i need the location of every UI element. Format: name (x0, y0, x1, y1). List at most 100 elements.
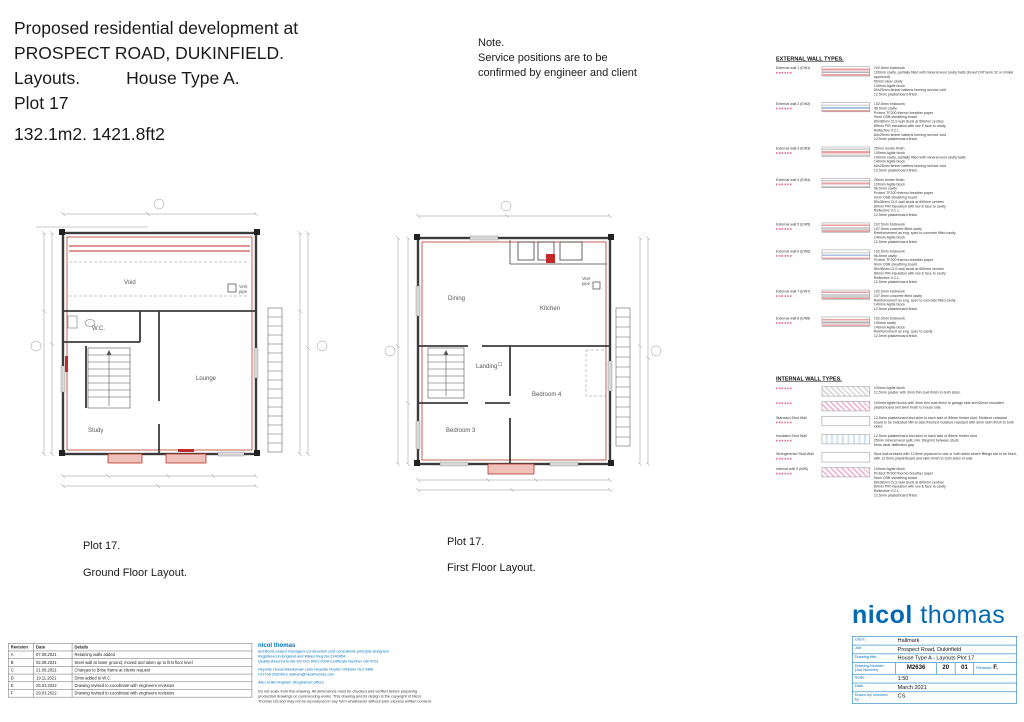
wall-type-swatch (821, 102, 871, 113)
wall-type-description: 100mm Aglite block 12.5mm plaster with 3… (873, 386, 961, 395)
revision-date: 02.08.2021 (33, 658, 73, 667)
gf-stair-arrow (106, 350, 112, 355)
wall-type-pink-mark (776, 254, 793, 257)
wall-type-item: External wall 6 (EW6) 102.5mm brickwork … (776, 249, 1017, 285)
title-house-type: House Type A. (126, 68, 240, 88)
gf-external-stair (267, 307, 283, 453)
date-label: Date: (854, 684, 864, 689)
wall-type-pink-mark (776, 472, 793, 475)
wall-type-label: External wall 6 (EW6) (776, 249, 811, 254)
wall-type-pink-mark (776, 71, 793, 74)
drawn-by-value: CS. (897, 693, 907, 700)
internal-wall-types-legend: INTERNAL WALL TYPES. 100mm Aglite block … (776, 376, 1021, 607)
client-value: Hallmark (897, 637, 920, 644)
gf-bay-windows (107, 453, 207, 464)
note-title: Note. (478, 37, 505, 49)
revision-row: C 21.08.2021 Changes to Brise frame at c… (7, 666, 253, 675)
wall-type-swatch (821, 386, 871, 397)
revision-details: Steel wall at lower ground, moved and ta… (71, 658, 253, 667)
ff-stairs (427, 347, 465, 399)
gf-internal-walls (63, 310, 256, 454)
wall-type-description: 102.5mm brickwork 100mm cavity, partiall… (873, 66, 1014, 97)
title-layouts: Layouts. (14, 68, 81, 88)
company-contact: t 01706 299099 e oldham@nicolthomas.com (258, 672, 335, 677)
gf-label-wc: W.C. (92, 326, 105, 332)
ff-label-bedroom4: Bedroom 4 (532, 392, 562, 398)
wall-type-swatch (821, 249, 871, 260)
ff-corner-pads (414, 234, 614, 466)
gf-dimension-lines (30, 198, 328, 489)
drawing-title-label: Drawing title: (854, 655, 878, 660)
wall-type-swatch (821, 222, 871, 233)
wall-type-pink-mark (776, 107, 793, 110)
wall-type-item: 100mm Aglite block 12.5mm plaster with 3… (776, 386, 1017, 397)
wall-type-item: External wall 2 (EW2) 102.5mm brickwork … (776, 102, 1017, 142)
wall-type-item: Standard Stud Wall 12.5mm plasterboard a… (776, 416, 1017, 429)
gf-steel-beams (69, 245, 250, 252)
ff-bay-window (487, 463, 535, 475)
wall-type-description: 102.5mm brickwork 96.5mm cavity Protect … (873, 102, 947, 142)
revision-cell: Revision: F. (973, 662, 1017, 674)
wall-type-item: External wall 7 (EW7) 102.5mm brickwork … (776, 289, 1017, 312)
ff-label-vent-1: Vent (582, 276, 591, 281)
wall-type-item: External wall 8 (EW8) 102.5mm brickwork … (776, 316, 1017, 339)
wall-type-label: External wall 4 (EW4) (776, 178, 811, 182)
titleblock-date-row: Date: March 2021 (852, 683, 1017, 693)
wall-type-item: External wall 4 (EW4) 25mm render finish… (776, 178, 1017, 218)
wall-type-swatch (821, 66, 871, 77)
revision-letter: E (7, 681, 34, 690)
title-line-1: Proposed residential development at (14, 18, 299, 38)
gf-radiators (65, 356, 194, 452)
title-plot: Plot 17 (14, 93, 69, 113)
logo-thomas: thomas (920, 601, 1006, 629)
ff-windows (415, 235, 613, 467)
revision-letter: C (7, 666, 34, 675)
wall-type-description: 12.5mm plasterboard and skim to each sid… (873, 434, 977, 447)
company-address: Heyside House Blackshaw Lane Heyside Roy… (258, 667, 373, 672)
wall-type-item: External wall 3 (EW3) 25mm render finish… (776, 146, 1017, 173)
ground-floor-plan: Void Vent pipe W.C. Lounge Study (30, 198, 328, 489)
wall-type-swatch (821, 452, 871, 463)
title-line-3: Layouts. House Type A. (14, 66, 298, 91)
gf-label-vent-1: Vent (239, 284, 248, 289)
ff-wardrobe-dashed (585, 349, 607, 397)
drawing-number-value: M2636 (895, 662, 936, 674)
titleblock-client-row: Client: Hallmark (852, 637, 1017, 646)
ff-label-dining: Dining (448, 296, 465, 302)
date-value: March 2021 (897, 684, 927, 691)
revision-date: 25.03.2022 (33, 681, 73, 690)
ff-external-stair (615, 307, 631, 447)
revision-date: 07.06.2021 (33, 650, 73, 659)
revision-table: Revision Date Details A 07.06.2021 Retai… (7, 643, 253, 698)
company-quality: Quality Assured to BS EN ISO 9001:2008 C… (258, 659, 379, 664)
wall-type-item: External wall 5 (EW5) 102.5mm brickwork … (776, 222, 1017, 245)
ff-dimension-lines (384, 200, 662, 493)
job-label: Job: (854, 646, 863, 651)
company-name: nicol thomas (258, 641, 296, 649)
revision-table-header: Revision Date Details (7, 643, 253, 652)
wall-type-label: External wall 7 (EW7) (776, 289, 811, 294)
revision-date: 29.03.2022 (33, 689, 73, 698)
wall-type-label: Insulated Stud Wall (776, 434, 807, 439)
wall-type-swatch (821, 467, 871, 478)
wall-type-description: 102.5mm brickwork 107.5mm concrete fille… (873, 289, 956, 312)
gf-label-void: Void (124, 280, 136, 286)
wall-type-swatch (821, 178, 871, 188)
gf-caption-title: Ground Floor Layout. (83, 567, 187, 579)
wall-type-label: Internal wall 5 (IW5) (776, 467, 808, 472)
revision-row: B 02.08.2021 Steel wall at lower ground,… (7, 658, 253, 667)
ff-stair-arrow (443, 350, 449, 355)
wall-type-label: External wall 8 (EW8) (776, 316, 811, 321)
scale-label: Scale: (854, 675, 866, 680)
drawing-title-value: House Type A - Layouts Plot 17 (897, 655, 975, 662)
title-block: Client: Hallmark Job: Prospect Road, Duk… (852, 636, 1018, 722)
ff-external-walls (416, 236, 612, 466)
revision-row: E 25.03.2022 Drawing revised to coordina… (7, 681, 253, 690)
date-col-header: Date (33, 643, 73, 652)
first-floor-plan: Dining Kitchen Landing Bedroom 4 Bedroom… (384, 200, 662, 493)
wall-type-swatch (821, 434, 871, 445)
nicol-thomas-logo: nicol thomas (852, 601, 1005, 630)
wall-type-pink-mark (776, 227, 793, 230)
gf-caption-plot: Plot 17. (83, 540, 121, 552)
